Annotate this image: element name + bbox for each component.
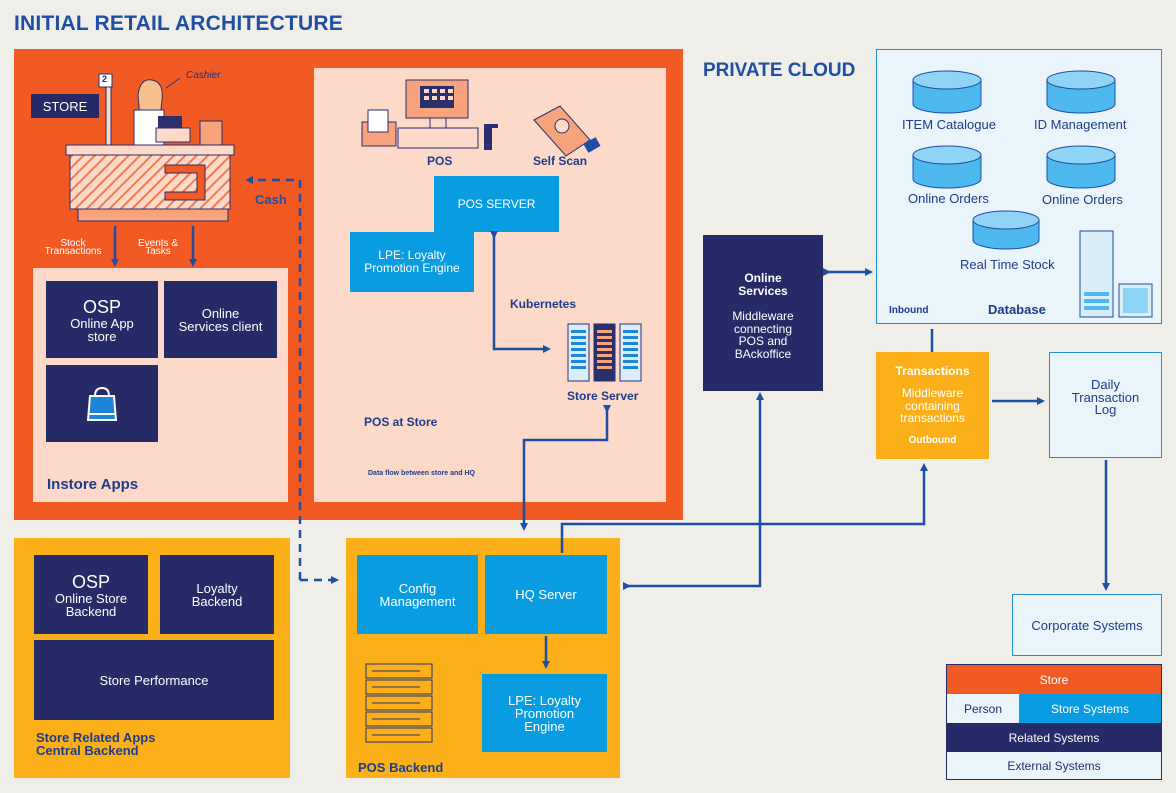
online-orders-label-1: Online Orders — [908, 191, 989, 206]
shopping-bag-tile[interactable] — [46, 365, 158, 442]
id-management-label: ID Management — [1034, 117, 1127, 132]
daily-transaction-log-box[interactable]: Daily Transaction Log — [1049, 352, 1162, 458]
database-title: Database — [988, 302, 1046, 317]
osp-backend-title: OSP — [71, 571, 110, 592]
loyalty-backend-label: Loyalty Backend — [191, 580, 243, 609]
outbound-label: Outbound — [908, 434, 957, 446]
osp-app-title: OSP — [82, 296, 121, 317]
store-server-label: Store Server — [567, 389, 639, 403]
legend-store-systems-label: Store Systems — [1050, 701, 1130, 716]
corporate-systems-box[interactable]: Corporate Systems — [1012, 594, 1162, 656]
corporate-systems-label: Corporate Systems — [1031, 617, 1143, 633]
private-cloud-title: PRIVATE CLOUD — [703, 60, 856, 81]
osp-backend-sub: Online Store Backend — [54, 590, 128, 619]
hq-server-box[interactable]: HQ Server — [485, 555, 607, 634]
inbound-label: Inbound — [889, 305, 929, 316]
self-scan-label: Self Scan — [533, 154, 588, 168]
osp-app-tile[interactable]: OSP Online App store — [46, 281, 158, 358]
store-performance-tile[interactable]: Store Performance — [34, 640, 274, 720]
legend-store: Store — [947, 665, 1161, 694]
lpe-store-box[interactable]: LPE: Loyalty Promotion Engine — [350, 232, 474, 292]
transactions-title: Transactions — [895, 364, 970, 378]
osp-backend-tile[interactable]: OSP Online Store Backend — [34, 555, 148, 634]
legend-person-label: Person — [963, 701, 1003, 716]
legend-store-systems: Store Systems — [1019, 694, 1161, 723]
store-badge-label: STORE — [42, 98, 88, 114]
config-management-label: Config Management — [379, 580, 456, 609]
pos-label: POS — [427, 154, 453, 168]
data-flow-note: Data flow between store and HQ — [368, 470, 475, 477]
pos-server-label: POS SERVER — [457, 197, 536, 211]
central-backend-title: Store Related Apps Central Backend — [36, 730, 156, 758]
daily-transaction-log-label: Daily Transaction Log — [1071, 377, 1140, 418]
shopping-bag-icon — [86, 386, 118, 421]
store-performance-label: Store Performance — [99, 672, 209, 688]
transactions-desc: Middleware containing transactions — [900, 386, 965, 425]
register-number: 2 — [102, 74, 108, 84]
legend-external-systems: External Systems — [947, 752, 1161, 779]
pos-backend-title: POS Backend — [358, 760, 444, 775]
online-services-client-label: Online Services client — [178, 305, 263, 334]
store-badge: STORE — [31, 94, 99, 118]
item-catalogue-label: ITEM Catalogue — [902, 117, 996, 132]
real-time-stock-label: Real Time Stock — [960, 257, 1055, 272]
legend: Store Person Store Systems Related Syste… — [946, 664, 1162, 780]
online-services-title: Online Services — [738, 271, 788, 298]
transactions-box[interactable]: Transactions Middleware containing trans… — [876, 352, 989, 459]
pos-server-box[interactable]: POS SERVER — [434, 176, 559, 232]
cashier-label: Cashier — [186, 70, 221, 81]
page-title: INITIAL RETAIL ARCHITECTURE — [14, 12, 343, 35]
legend-row-2: Person Store Systems — [947, 694, 1161, 723]
pos-at-store-title: POS at Store — [364, 415, 438, 429]
online-services-box[interactable]: Online Services Middleware connecting PO… — [703, 235, 823, 391]
hq-server-label: HQ Server — [515, 587, 577, 602]
events-tasks-label: Events & Tasks — [137, 238, 179, 257]
stock-transactions-label: Stock Transactions — [44, 238, 102, 257]
lpe-store-label: LPE: Loyalty Promotion Engine — [364, 248, 460, 275]
legend-related-systems-label: Related Systems — [1008, 730, 1100, 745]
loyalty-backend-tile[interactable]: Loyalty Backend — [160, 555, 274, 634]
instore-apps-title: Instore Apps — [47, 476, 139, 493]
online-services-desc: Middleware connecting POS and BAckoffice — [732, 309, 794, 361]
legend-person: Person — [947, 694, 1019, 723]
config-management-box[interactable]: Config Management — [357, 555, 478, 634]
lpe-backend-label: LPE: Loyalty Promotion Engine — [508, 692, 581, 734]
lpe-backend-box[interactable]: LPE: Loyalty Promotion Engine — [482, 674, 607, 752]
legend-related-systems: Related Systems — [947, 723, 1161, 752]
online-orders-label-2: Online Orders — [1042, 192, 1123, 207]
legend-external-systems-label: External Systems — [1007, 758, 1101, 773]
legend-store-label: Store — [1039, 672, 1069, 687]
osp-app-sub: Online App store — [70, 315, 134, 344]
